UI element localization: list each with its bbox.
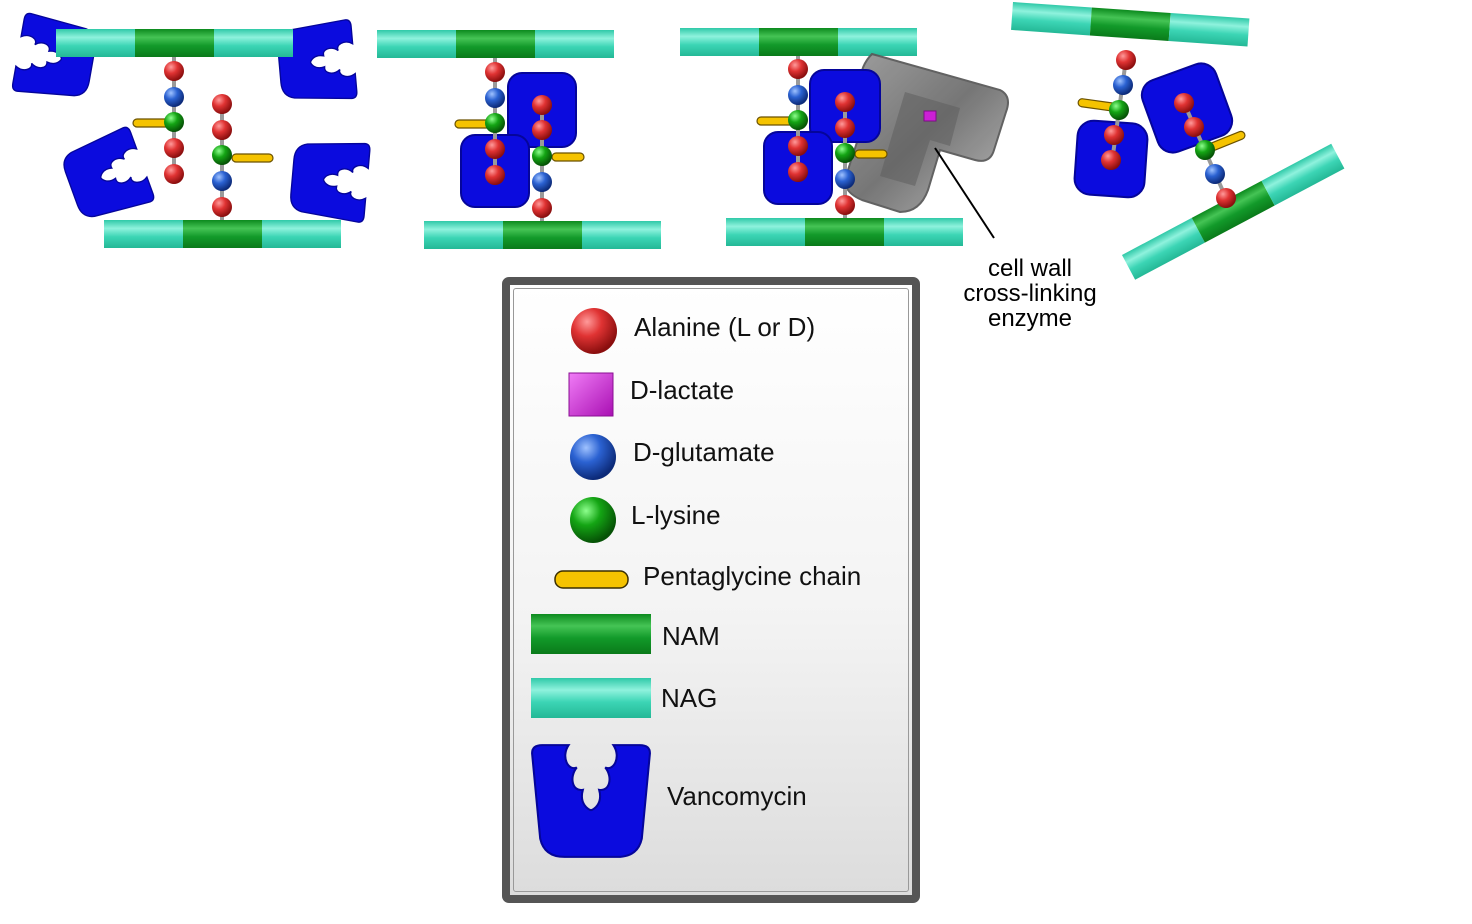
lysine-sphere: [835, 143, 855, 163]
sugar-backbone: [424, 221, 661, 249]
alanine-sphere: [212, 197, 232, 217]
alanine-sphere: [164, 164, 184, 184]
blue-sphere-icon: [570, 434, 616, 480]
vancomycin-shape-icon: [531, 744, 651, 858]
pentaglycine-chain: [551, 152, 585, 162]
alanine-sphere: [1174, 93, 1194, 113]
alanine-sphere: [1184, 117, 1204, 137]
alanine-sphere: [485, 139, 505, 159]
vancomycin-shape: [10, 11, 100, 104]
vancomycin-shape: [57, 125, 156, 227]
alanine-sphere: [532, 120, 552, 140]
glutamate-sphere: [212, 171, 232, 191]
annotation-pointer: [934, 147, 995, 239]
enzyme-annotation: cell wall cross-linking enzyme: [940, 256, 1120, 331]
glutamate-sphere: [485, 88, 505, 108]
panel-3: [680, 28, 1009, 246]
alanine-sphere: [788, 136, 808, 156]
alanine-sphere: [212, 94, 232, 114]
teal-block-icon: [531, 678, 651, 718]
legend-label-alanine: Alanine (L or D): [634, 312, 816, 342]
annotation-line: cross-linking: [963, 280, 1097, 307]
alanine-sphere: [532, 95, 552, 115]
sugar-backbone: [56, 29, 293, 57]
dark-green-block-icon: [531, 614, 651, 654]
lysine-sphere: [1195, 140, 1215, 160]
glutamate-sphere: [788, 85, 808, 105]
vancomycin-shape: [288, 136, 372, 224]
legend-label-nam: NAM: [662, 621, 720, 651]
yellow-bar-icon: [554, 570, 629, 589]
alanine-sphere: [1104, 125, 1124, 145]
sugar-backbone: [726, 218, 963, 246]
lysine-sphere: [788, 110, 808, 130]
lysine-sphere: [164, 112, 184, 132]
legend-box: Alanine (L or D) D-lactate D-glutamate L…: [502, 277, 920, 903]
magenta-square-icon: [568, 372, 614, 417]
alanine-sphere: [788, 59, 808, 79]
alanine-sphere: [164, 61, 184, 81]
legend-label-vancomycin: Vancomycin: [667, 781, 807, 811]
green-sphere-icon: [570, 497, 616, 543]
sugar-backbone: [680, 28, 917, 56]
sugar-backbone: [1122, 143, 1345, 280]
glutamate-sphere: [1113, 75, 1133, 95]
lysine-sphere: [485, 113, 505, 133]
lysine-sphere: [1109, 100, 1129, 120]
alanine-sphere: [835, 92, 855, 112]
alanine-sphere: [1216, 188, 1236, 208]
legend-label-d-glutamate: D-glutamate: [633, 437, 775, 467]
alanine-sphere: [1116, 50, 1136, 70]
annotation-line: cell wall: [987, 255, 1073, 282]
sugar-backbone: [377, 30, 614, 58]
red-sphere-icon: [571, 308, 617, 354]
panel-2: [377, 30, 661, 249]
annotation-line: enzyme: [987, 305, 1073, 332]
alanine-sphere: [164, 138, 184, 158]
glutamate-sphere: [1205, 164, 1225, 184]
legend-label-nag: NAG: [661, 683, 718, 713]
alanine-sphere: [1101, 150, 1121, 170]
alanine-sphere: [835, 118, 855, 138]
legend-label-d-lactate: D-lactate: [630, 375, 735, 405]
d-lactate-square: [923, 110, 937, 122]
glutamate-sphere: [164, 87, 184, 107]
legend-label-pentaglycine: Pentaglycine chain: [643, 561, 862, 591]
sugar-backbone: [104, 220, 341, 248]
legend-label-l-lysine: L-lysine: [631, 500, 721, 530]
lysine-sphere: [212, 145, 232, 165]
panel-1: [10, 11, 372, 248]
glutamate-sphere: [835, 169, 855, 189]
lysine-sphere: [532, 146, 552, 166]
alanine-sphere: [835, 195, 855, 215]
sugar-backbone: [1011, 2, 1250, 47]
alanine-sphere: [788, 162, 808, 182]
alanine-sphere: [212, 120, 232, 140]
alanine-sphere: [532, 198, 552, 218]
glutamate-sphere: [532, 172, 552, 192]
pentaglycine-chain: [231, 153, 274, 163]
alanine-sphere: [485, 62, 505, 82]
pentaglycine-chain: [854, 149, 888, 159]
panel-4: [1011, 2, 1345, 280]
alanine-sphere: [485, 165, 505, 185]
